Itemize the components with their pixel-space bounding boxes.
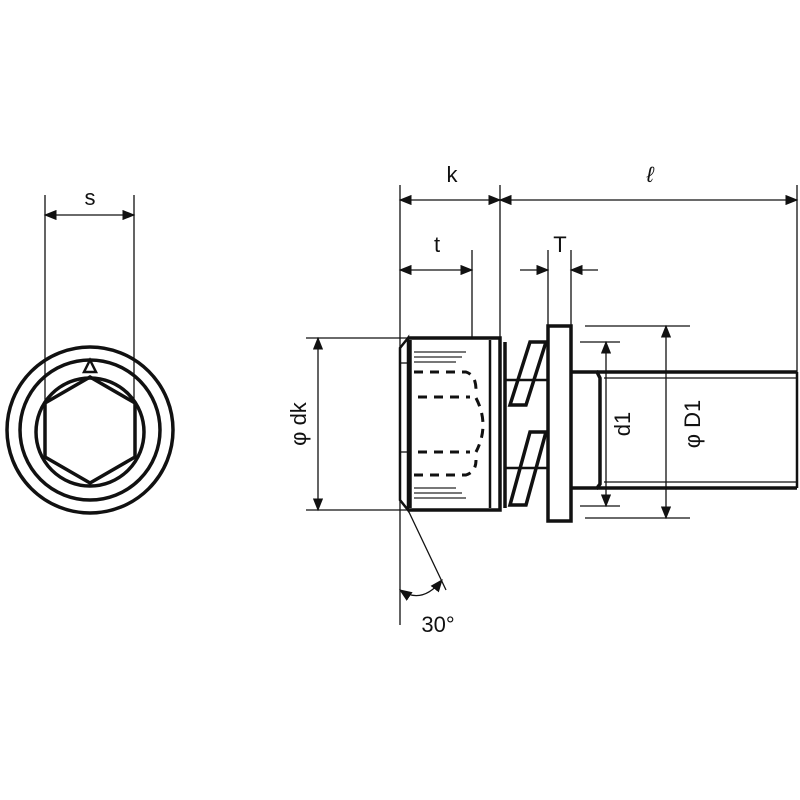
end-view: s	[5, 185, 175, 515]
outer-circle	[5, 345, 175, 515]
hex-socket	[43, 374, 137, 486]
label-angle: 30°	[421, 612, 454, 637]
label-k: k	[447, 162, 459, 187]
side-view: k ℓ t T φ dk d1 φ D1 30°	[286, 162, 799, 637]
dim-angle	[398, 578, 443, 601]
socket-circle	[34, 376, 146, 488]
label-t: t	[434, 232, 440, 257]
washer-circle	[18, 358, 162, 502]
socket-mark	[81, 357, 99, 374]
head-outline	[408, 336, 502, 512]
hidden-socket	[414, 370, 485, 477]
label-s: s	[85, 185, 96, 210]
label-d1: d1	[610, 412, 635, 436]
label-dk: φ dk	[286, 401, 311, 446]
spring-washer	[503, 340, 549, 508]
label-l: ℓ	[645, 162, 654, 187]
label-D1: φ D1	[680, 400, 705, 449]
flat-washer	[546, 324, 573, 523]
knurl-hatching	[414, 351, 466, 499]
shank	[571, 370, 799, 490]
label-T: T	[553, 232, 566, 257]
